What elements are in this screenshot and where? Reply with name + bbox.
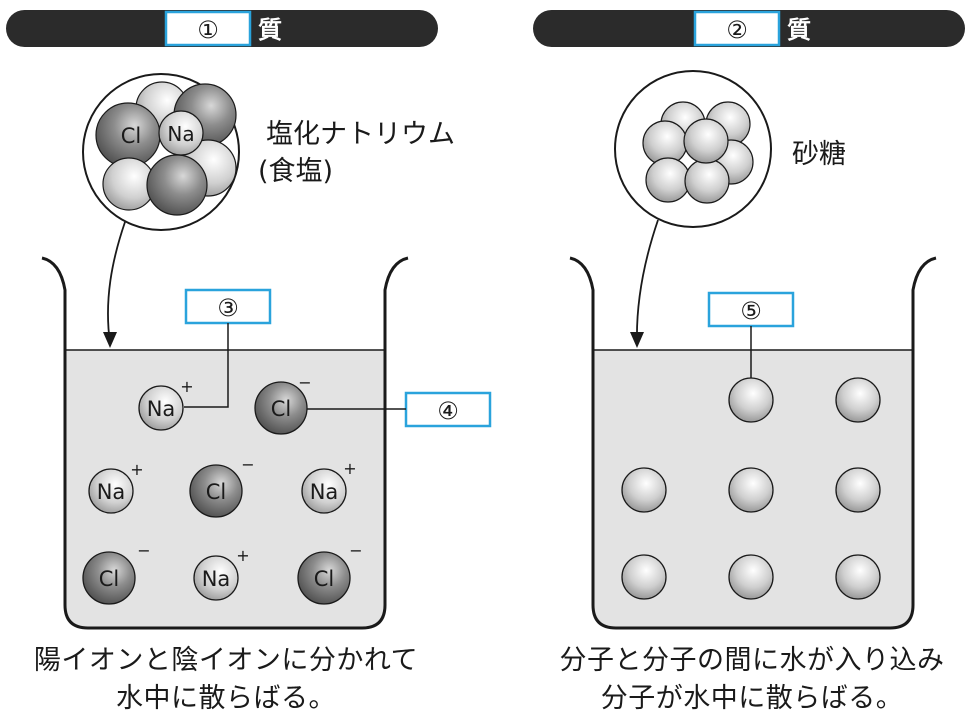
ion-charge: +: [180, 377, 193, 396]
left-crystal-lattice: [95, 81, 237, 216]
ion-symbol: Na: [202, 567, 231, 591]
right-caption-line2: 分子が水中に散らばる。: [600, 683, 904, 714]
left-caption-line2: 水中に散らばる。: [116, 683, 336, 714]
right-header-suffix: 質: [787, 16, 811, 44]
right-substance-name: 砂糖: [792, 139, 846, 170]
right-header-blank-label: ②: [726, 16, 748, 44]
right-blank-label-5: ⑤: [740, 297, 762, 325]
right-drop-arrow: [636, 219, 659, 344]
sugar-molecule: [835, 467, 881, 513]
ion-symbol: Cl: [99, 567, 120, 591]
ion-charge: +: [343, 459, 356, 478]
left-header-suffix: 質: [258, 16, 282, 44]
right-arrow-head: [630, 332, 644, 348]
ion-charge: +: [236, 546, 249, 565]
ion-na-1: Na +: [138, 377, 194, 431]
left-arrow-head: [103, 332, 117, 348]
left-blank-label-4: ④: [437, 397, 459, 425]
left-header-blank-box: [164, 10, 252, 47]
sugar-molecule: [728, 467, 774, 513]
left-caption-line1: 陽イオンと陰イオンに分かれて: [33, 645, 419, 676]
right-crystal-lattice: [642, 101, 754, 204]
ion-symbol: Na: [97, 480, 126, 504]
left-header-blank-label: ①: [197, 16, 219, 44]
right-caption: 分子と分子の間に水が入り込み 分子が水中に散らばる。: [512, 642, 971, 718]
ion-cl-1: Cl −: [254, 373, 312, 435]
left-drop-arrow: [107, 221, 126, 344]
ion-symbol: Cl: [314, 567, 335, 591]
right-header-blank-box: [693, 10, 781, 47]
ion-symbol: Na: [147, 397, 176, 421]
left-crystal-cl-label: Cl: [121, 124, 142, 148]
sugar-molecule: [621, 554, 667, 600]
right-beaker-wall: [569, 256, 937, 630]
left-substance-name: 塩化ナトリウム: [266, 119, 455, 150]
sugar-molecules: [621, 377, 881, 600]
left-beaker-wall: [41, 256, 409, 630]
sugar-molecule: [835, 377, 881, 423]
ion-cl-3: Cl −: [82, 541, 151, 605]
ion-na-4: Na +: [193, 546, 250, 601]
ion-cl-4: Cl −: [297, 541, 363, 605]
ion-cl-2: Cl −: [189, 455, 255, 518]
left-crystal-na-label: Na: [167, 122, 194, 146]
left-leader-3: [184, 323, 229, 408]
sugar-molecule: [835, 554, 881, 600]
left-panel: ① 質 Cl Na 塩化ナトリウム (食塩) ③ ④: [6, 10, 492, 630]
right-panel: ② 質 砂糖 ⑤: [533, 10, 965, 630]
sugar-molecule: [728, 554, 774, 600]
sugar-molecule: [728, 377, 774, 423]
sugar-molecule: [621, 467, 667, 513]
left-caption: 陽イオンと陰イオンに分かれて 水中に散らばる。: [0, 642, 466, 718]
left-substance-subname: (食塩): [258, 156, 333, 187]
ion-charge: −: [298, 373, 311, 392]
ion-na-3: Na +: [301, 459, 357, 514]
right-blank-box-5: [707, 291, 795, 328]
ion-na-2: Na +: [88, 460, 144, 514]
right-caption-line1: 分子と分子の間に水が入り込み: [559, 645, 945, 676]
left-blank-label-3: ③: [217, 294, 239, 322]
ion-symbol: Na: [310, 480, 339, 504]
ion-charge: −: [137, 541, 150, 560]
ion-charge: −: [349, 541, 362, 560]
ion-symbol: Cl: [206, 480, 227, 504]
ion-symbol: Cl: [271, 397, 292, 421]
ion-charge: −: [241, 455, 254, 474]
ion-charge: +: [130, 460, 143, 479]
